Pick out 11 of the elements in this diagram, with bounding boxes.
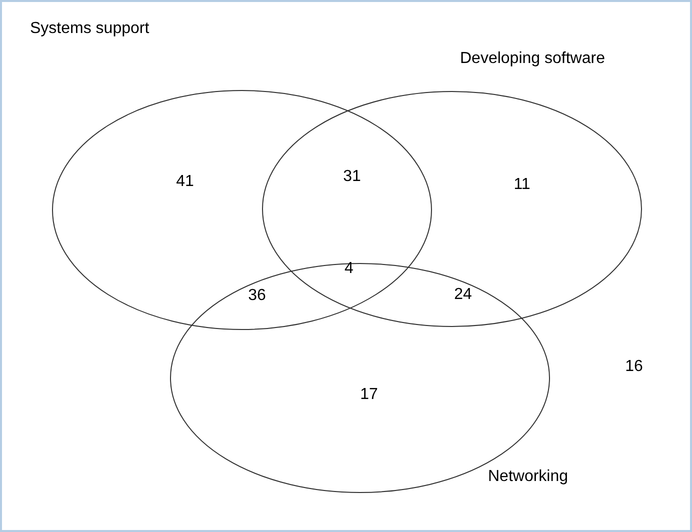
count-label: 16 [625, 358, 643, 376]
count-label: 4 [344, 260, 354, 278]
count-label: 41 [176, 173, 194, 191]
count-label: 11 [514, 176, 530, 194]
count-label: 36 [248, 287, 266, 305]
set-heading: Developing software [460, 50, 605, 68]
set-heading: Systems support [30, 20, 150, 38]
set-heading: Networking [488, 468, 568, 486]
count-label: 17 [360, 386, 378, 404]
count-label: 31 [343, 168, 361, 186]
count-label: 24 [454, 286, 472, 304]
